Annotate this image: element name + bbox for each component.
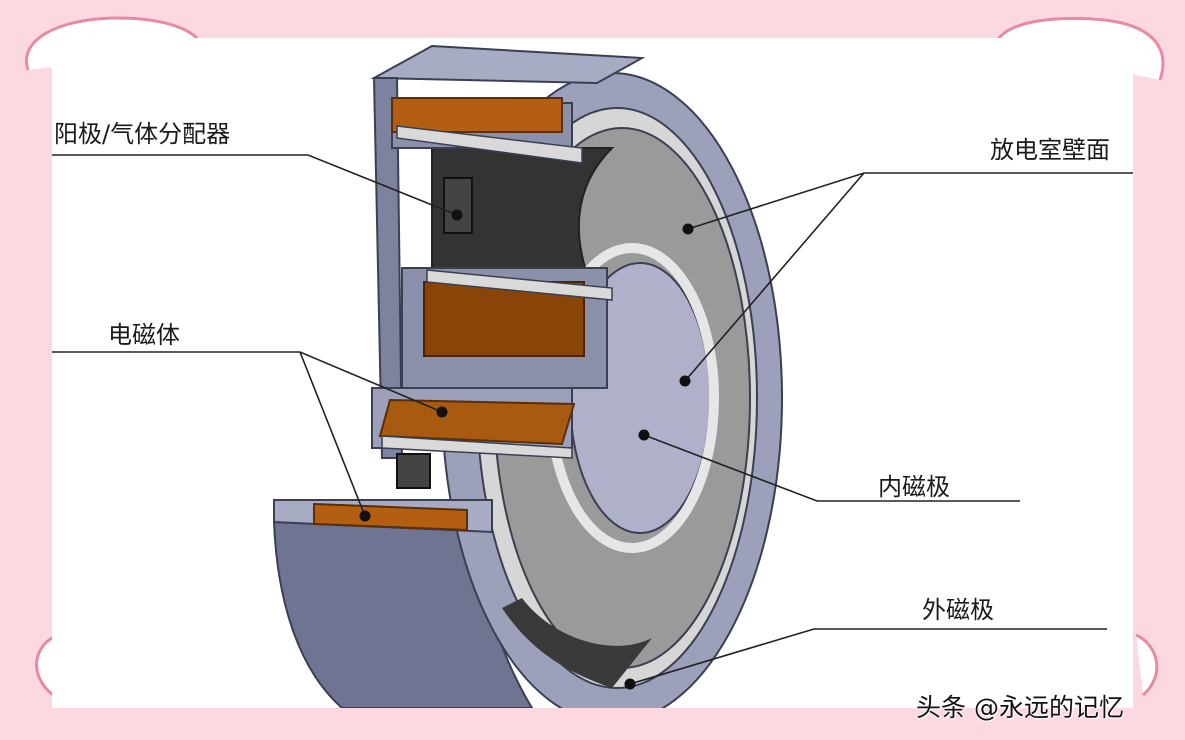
leader-chamber-wall-b bbox=[684, 172, 865, 382]
corner-decoration-bottom-right bbox=[1135, 633, 1159, 697]
leader-anode bbox=[52, 154, 458, 216]
dot-inner-pole bbox=[638, 429, 650, 441]
anode-lower bbox=[396, 453, 431, 489]
coil-lower bbox=[378, 398, 576, 446]
label-electromagnet: 电磁体 bbox=[108, 321, 180, 349]
dot-chamber-wall-a bbox=[682, 223, 694, 235]
watermark: 头条 @永远的记忆 bbox=[916, 693, 1124, 722]
label-outer-pole: 外磁极 bbox=[922, 596, 994, 624]
inner-cavity bbox=[502, 598, 652, 688]
coil-bottom bbox=[313, 502, 468, 532]
leader-electromagnet-b bbox=[299, 351, 366, 517]
leader-inner-pole bbox=[643, 434, 1020, 502]
hall-thruster-cutaway bbox=[52, 44, 1133, 708]
dot-electromagnet-b bbox=[359, 510, 371, 522]
dot-chamber-wall-b bbox=[679, 375, 691, 387]
back-plate-upper bbox=[370, 44, 646, 85]
label-anode: 阳极/气体分配器 bbox=[54, 120, 231, 148]
coil-top bbox=[391, 97, 563, 133]
dot-anode bbox=[451, 209, 463, 221]
ceramic-low bbox=[381, 435, 573, 459]
ceramic-top bbox=[396, 125, 583, 164]
label-chamber-wall: 放电室壁面 bbox=[990, 136, 1110, 164]
anode-upper bbox=[443, 177, 473, 234]
leader-outer-pole bbox=[629, 628, 1107, 685]
dot-electromagnet-a bbox=[436, 406, 448, 418]
dot-outer-pole bbox=[624, 678, 636, 690]
diagram-canvas: 阳极/气体分配器 电磁体 放电室壁面 内磁极 外磁极 bbox=[52, 38, 1133, 708]
ceramic-mid bbox=[426, 269, 613, 301]
label-inner-pole: 内磁极 bbox=[878, 473, 950, 501]
